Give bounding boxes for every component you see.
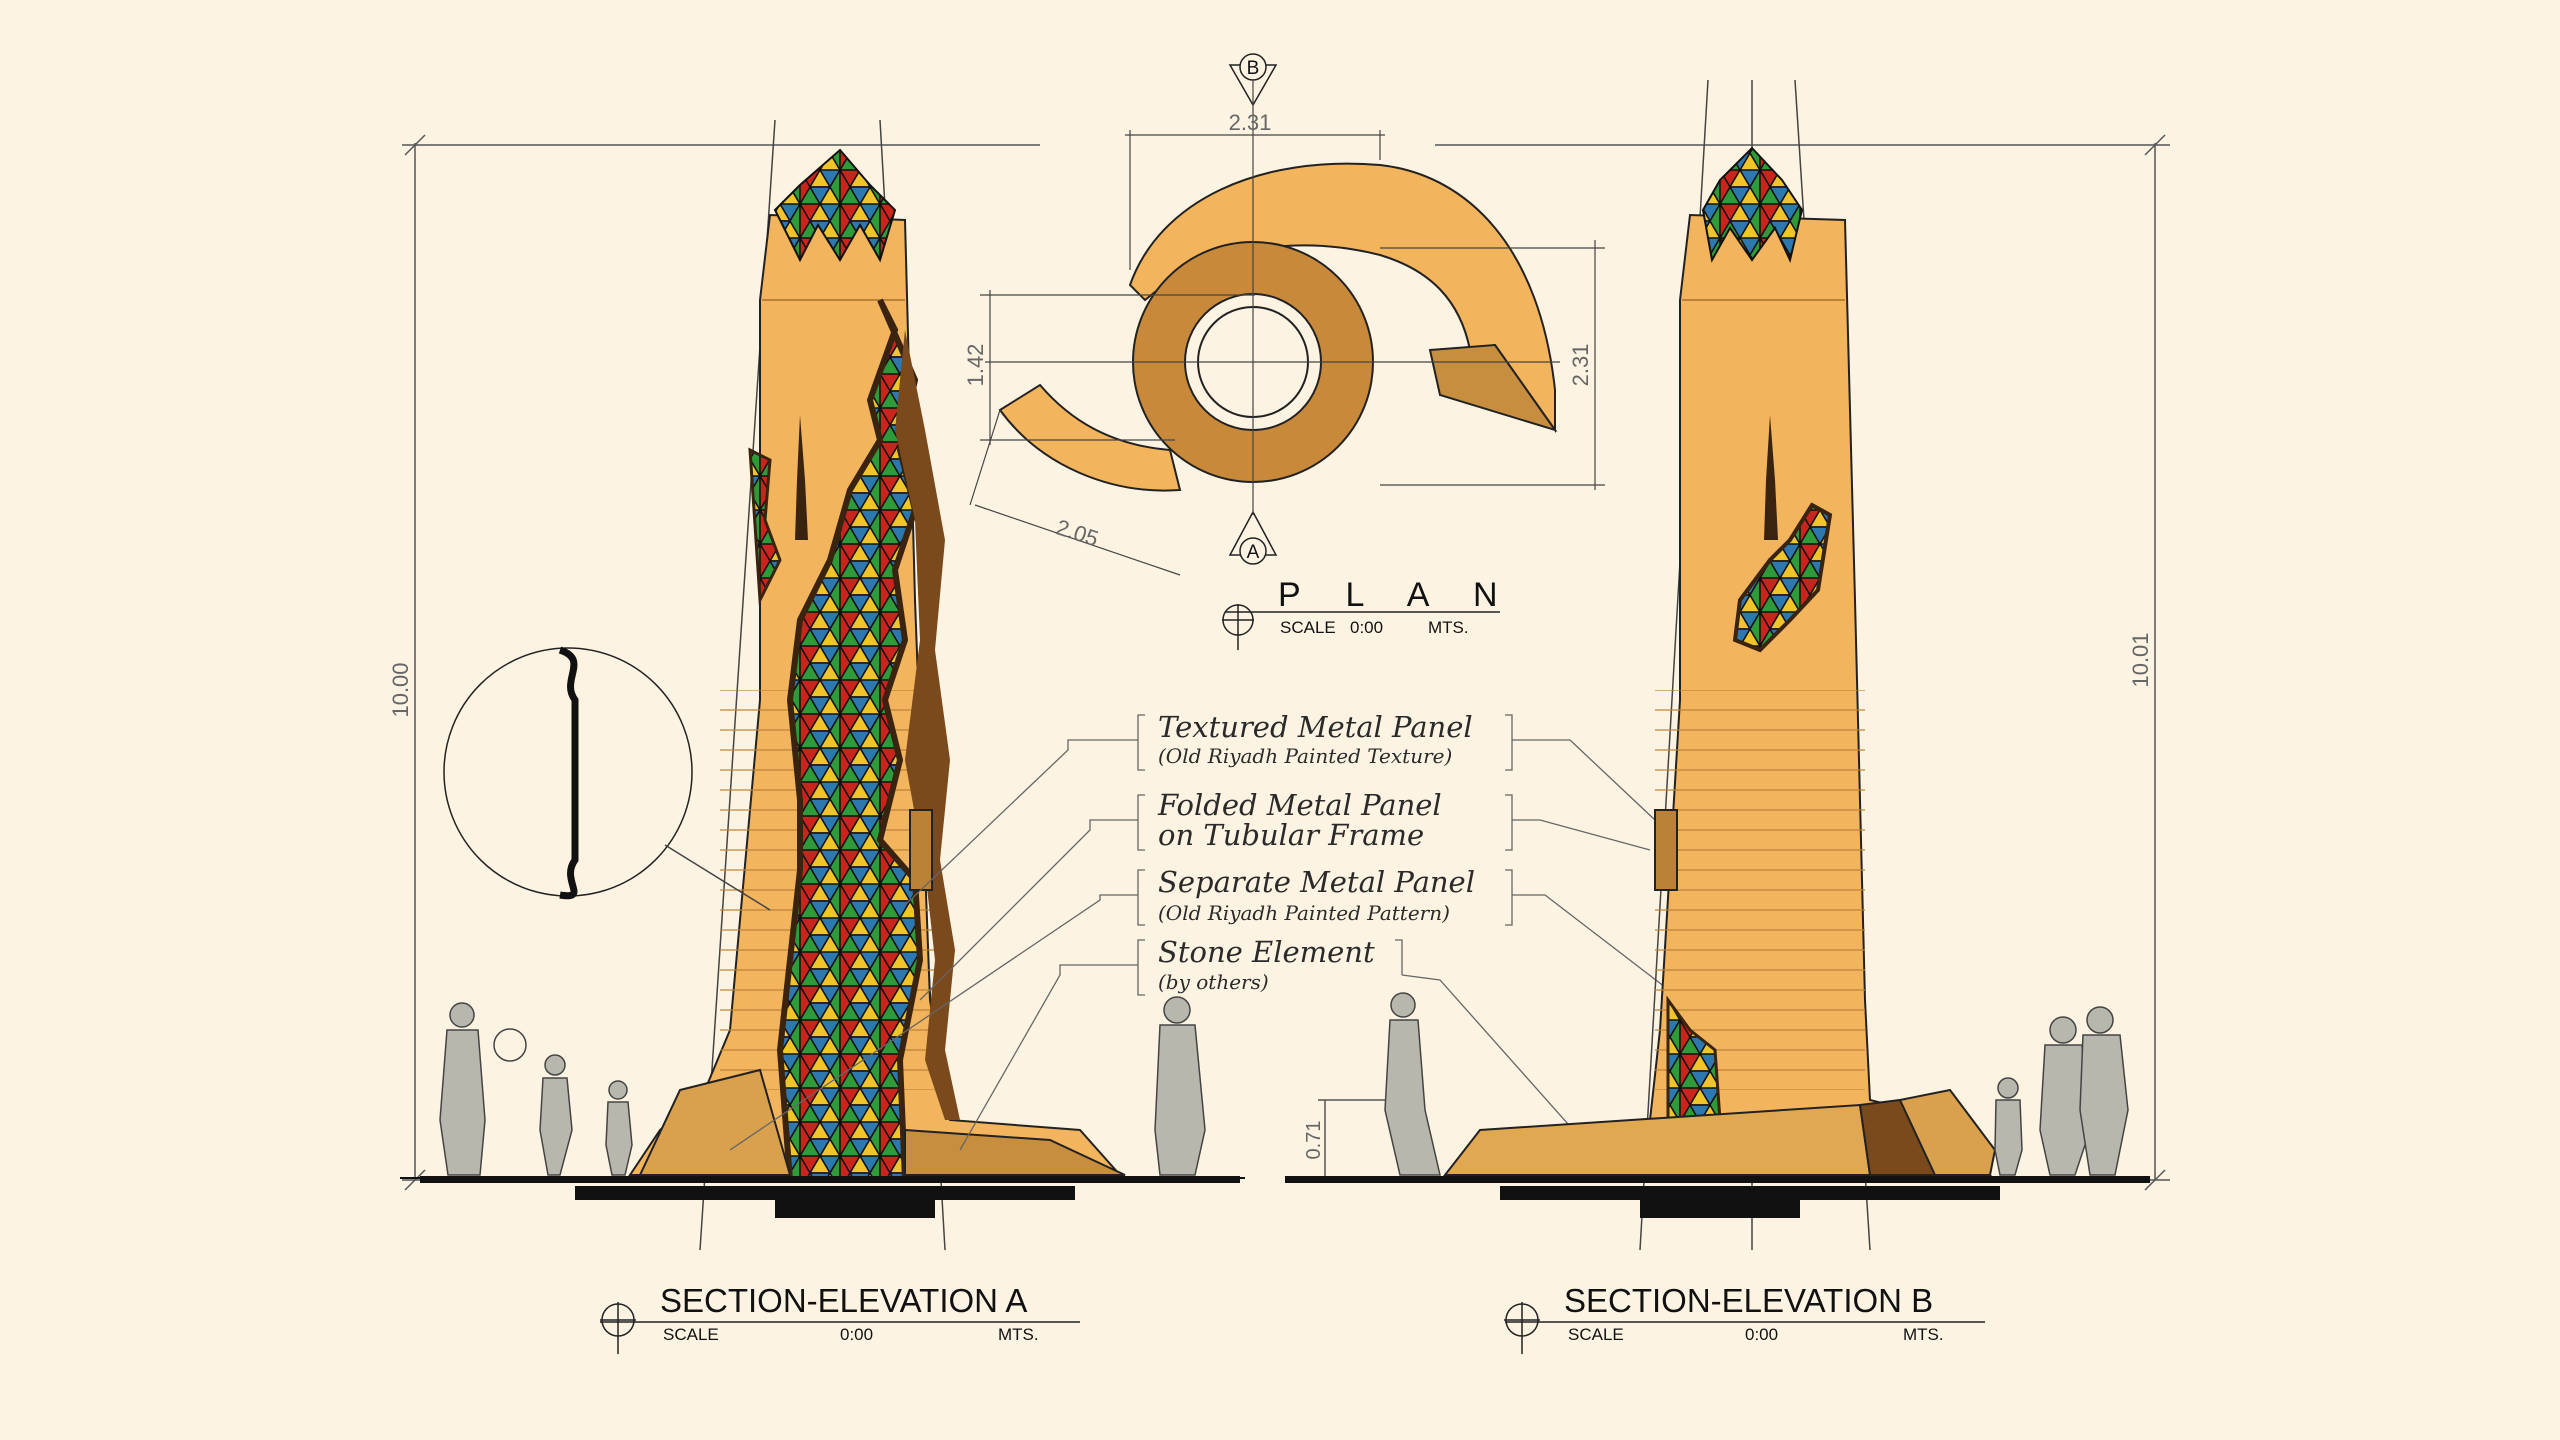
title-block-a: SECTION-ELEVATION A SCALE 0:00 MTS. xyxy=(600,1282,1080,1354)
label-2-line2: on Tubular Frame xyxy=(1158,818,1424,852)
label-3-line2: (Old Riyadh Painted Pattern) xyxy=(1158,901,1450,925)
units-a: MTS. xyxy=(998,1325,1039,1344)
scale-label-a: SCALE xyxy=(663,1325,719,1344)
plan-axis-lines xyxy=(969,80,1605,576)
units-b: MTS. xyxy=(1903,1325,1944,1344)
plan-swoosh-top xyxy=(1128,162,1556,434)
stone-left-a xyxy=(638,1068,792,1176)
base-dim-b-text: 0.71 xyxy=(1303,1121,1325,1160)
plan-view: B A 2.31 xyxy=(963,53,1605,650)
plan-scale-label: SCALE xyxy=(1280,618,1336,637)
plan-dim-width: 2.31 xyxy=(1229,110,1272,135)
title-block-b: SECTION-ELEVATION B SCALE 0:00 MTS. xyxy=(1504,1282,1985,1354)
title-b: SECTION-ELEVATION B xyxy=(1564,1282,1933,1319)
scale-value-a: 0:00 xyxy=(840,1325,873,1344)
tower-texture-b xyxy=(1655,690,1865,1090)
slot-opening-a xyxy=(795,415,808,540)
stone-right-a xyxy=(904,1128,1126,1176)
detail-bubble xyxy=(443,646,771,911)
figures-left-a xyxy=(439,996,1206,1176)
callout-labels: Textured Metal Panel (Old Riyadh Painted… xyxy=(729,710,1761,1161)
mosaic-patch-b xyxy=(1732,502,1833,653)
plan-swoosh-face xyxy=(1428,343,1558,432)
crown-mosaic-a xyxy=(773,148,897,263)
marker-b-text: B xyxy=(1247,58,1260,79)
plan-swoosh-bottom xyxy=(998,383,1182,492)
plan-units: MTS. xyxy=(1428,618,1469,637)
stone-edge-b xyxy=(1898,1088,1997,1176)
title-block-plan: P L A N SCALE 0:00 MTS. xyxy=(1222,576,1516,650)
label-2-line1: Folded Metal Panel xyxy=(1157,788,1442,822)
label-3-line1: Separate Metal Panel xyxy=(1158,865,1475,899)
label-1-line2: (Old Riyadh Painted Texture) xyxy=(1158,744,1452,768)
plan-dim-diag: 2.05 xyxy=(1053,514,1101,551)
side-crack-a xyxy=(748,447,782,606)
elevation-a: 10.00 xyxy=(388,119,1245,1354)
label-1-line1: Textured Metal Panel xyxy=(1158,710,1473,744)
title-a: SECTION-ELEVATION A xyxy=(660,1282,1027,1319)
crown-mosaic-b xyxy=(1701,146,1804,264)
side-panel-a xyxy=(909,809,933,891)
section-marker-b: B xyxy=(1228,53,1278,107)
height-dimension-b xyxy=(1318,134,2170,1191)
plan-dim-height: 2.31 xyxy=(1568,344,1593,387)
plan-dim-ring: 1.42 xyxy=(963,344,988,387)
plan-title: P L A N xyxy=(1278,576,1516,614)
side-panel-b xyxy=(1654,809,1678,891)
slot-opening-b xyxy=(1764,415,1778,540)
height-dim-a-text: 10.00 xyxy=(388,662,413,717)
figures-b xyxy=(1384,992,2129,1176)
plan-scale-value: 0:00 xyxy=(1350,618,1383,637)
plinth-b xyxy=(1285,1176,2150,1218)
label-4-line1: Stone Element xyxy=(1158,935,1375,969)
crack-shadow-a xyxy=(895,330,960,1120)
scale-label-b: SCALE xyxy=(1568,1325,1624,1344)
scale-value-b: 0:00 xyxy=(1745,1325,1778,1344)
marker-a-text: A xyxy=(1247,542,1260,563)
plinth-a xyxy=(420,1176,1240,1218)
section-marker-a: A xyxy=(1228,510,1278,565)
elevation-b: 10.01 0.71 xyxy=(1285,79,2170,1354)
label-4-line2: (by others) xyxy=(1158,970,1269,994)
height-dim-b-text: 10.01 xyxy=(2128,632,2153,687)
